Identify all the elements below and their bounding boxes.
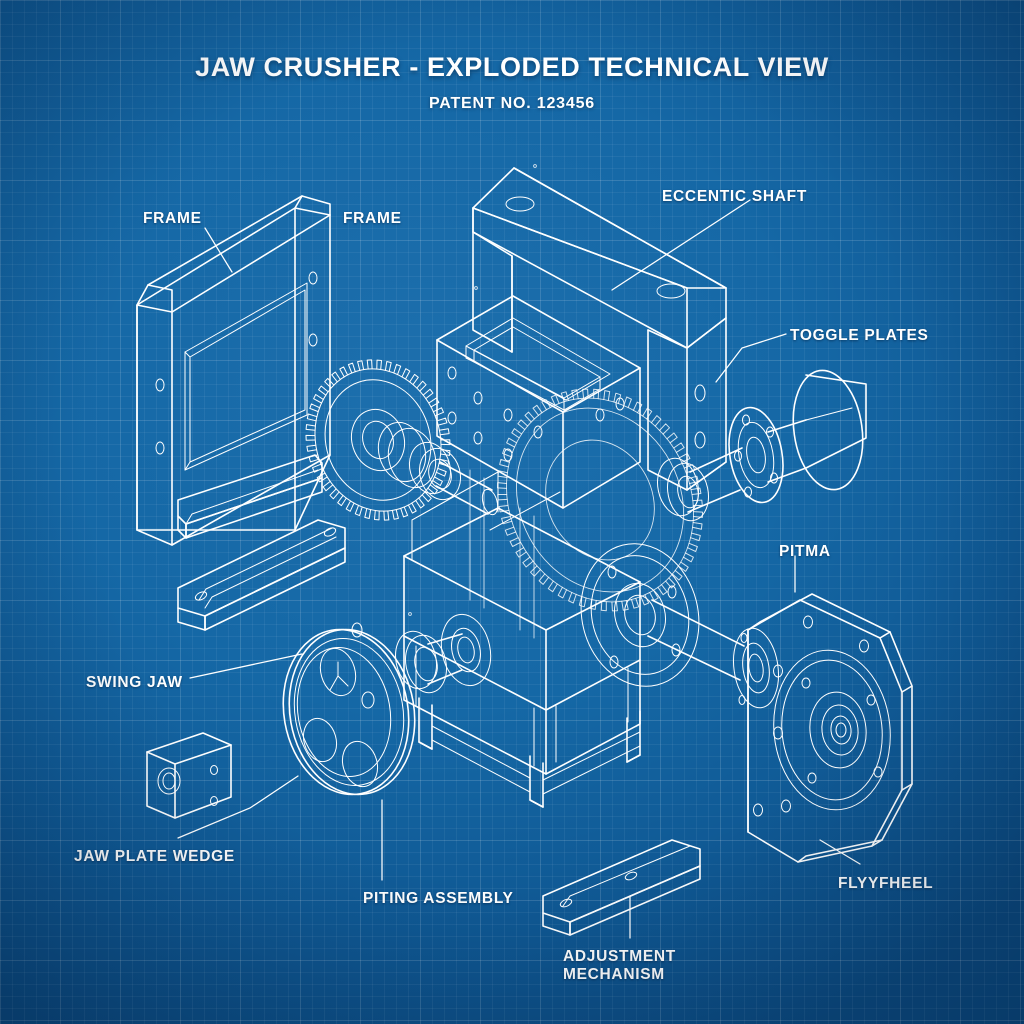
page-subtitle: PATENT NO. 123456 bbox=[429, 95, 595, 112]
part-adjustment-mechanism-bar bbox=[542, 839, 701, 936]
page-title: JAW CRUSHER - EXPLODED TECHNICAL VIEW bbox=[195, 52, 829, 82]
callout-jaw-plate-wedge: JAW PLATE WEDGE bbox=[74, 848, 235, 865]
callout-frame-right: FRAME bbox=[343, 210, 402, 227]
part-frame-side-plate bbox=[136, 195, 331, 546]
callout-pitman: PITMA bbox=[779, 543, 831, 560]
drawing-detail-marks bbox=[408, 164, 537, 616]
part-flywheel-left bbox=[282, 613, 492, 796]
part-swing-jaw-bar bbox=[177, 519, 346, 631]
callout-piting-assembly: PITING ASSEMBLY bbox=[363, 890, 514, 907]
part-octagonal-housing-plate bbox=[733, 593, 913, 863]
part-toggle-plate-beam bbox=[472, 167, 727, 491]
callout-flywheel: FLYYFHEEL bbox=[838, 875, 934, 892]
part-drive-gear bbox=[305, 359, 499, 521]
callout-swing-jaw: SWING JAW bbox=[86, 674, 183, 691]
callout-adjustment: ADJUSTMENT MECHANISM bbox=[563, 948, 676, 984]
part-bearing-flange bbox=[657, 369, 867, 522]
part-pitman-disc bbox=[580, 543, 745, 687]
part-jaw-plate-wedge-block bbox=[146, 732, 232, 819]
part-frame-rail-bar bbox=[177, 454, 323, 539]
callout-frame-left: FRAME bbox=[143, 210, 202, 227]
part-pitman-housing bbox=[436, 295, 641, 509]
part-ring-gear bbox=[497, 388, 703, 612]
callout-eccentric-shaft: ECCENTIC SHAFT bbox=[662, 188, 807, 205]
callout-toggle-plates: TOGGLE PLATES bbox=[790, 327, 929, 344]
callout-leader-lines bbox=[177, 199, 861, 939]
